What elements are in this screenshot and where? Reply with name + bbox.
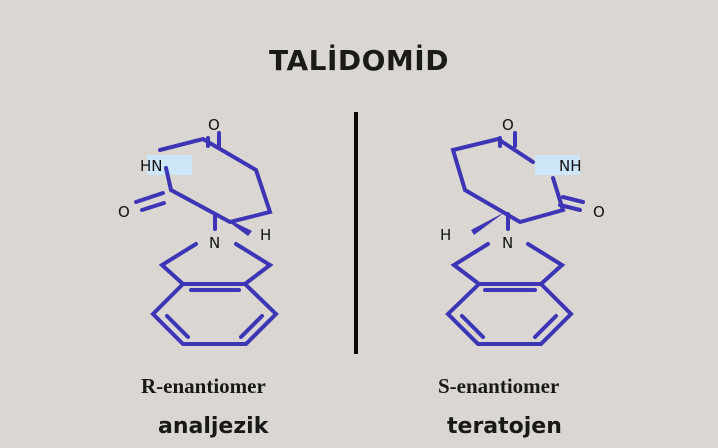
s-enantiomer-label: S-enantiomer	[438, 374, 560, 398]
r-enantiomer-label: R-enantiomer	[141, 374, 266, 398]
r-nh-label: HN	[140, 157, 163, 175]
s-nh-label: NH	[559, 157, 582, 175]
s-oxygen-right: O	[593, 203, 605, 221]
s-enantiomer-structure	[445, 131, 585, 346]
s-oxygen-top: O	[502, 116, 514, 134]
r-enantiomer-structure	[134, 131, 279, 346]
r-atom-labels: O HN O N H	[118, 116, 271, 252]
s-atom-labels: O NH O N H	[440, 116, 605, 252]
r-oxygen-left: O	[118, 203, 130, 221]
page-title: TALİDOMİD	[269, 44, 449, 77]
s-hydrogen: H	[440, 226, 451, 244]
r-nitrogen: N	[209, 234, 220, 252]
s-nitrogen: N	[502, 234, 513, 252]
nh-highlight	[535, 155, 580, 175]
r-hydrogen: H	[260, 226, 271, 244]
nh-highlight	[147, 155, 192, 175]
r-oxygen-top: O	[208, 116, 220, 134]
r-effect-label: analjezik	[158, 414, 269, 439]
s-effect-label: teratojen	[447, 414, 562, 439]
